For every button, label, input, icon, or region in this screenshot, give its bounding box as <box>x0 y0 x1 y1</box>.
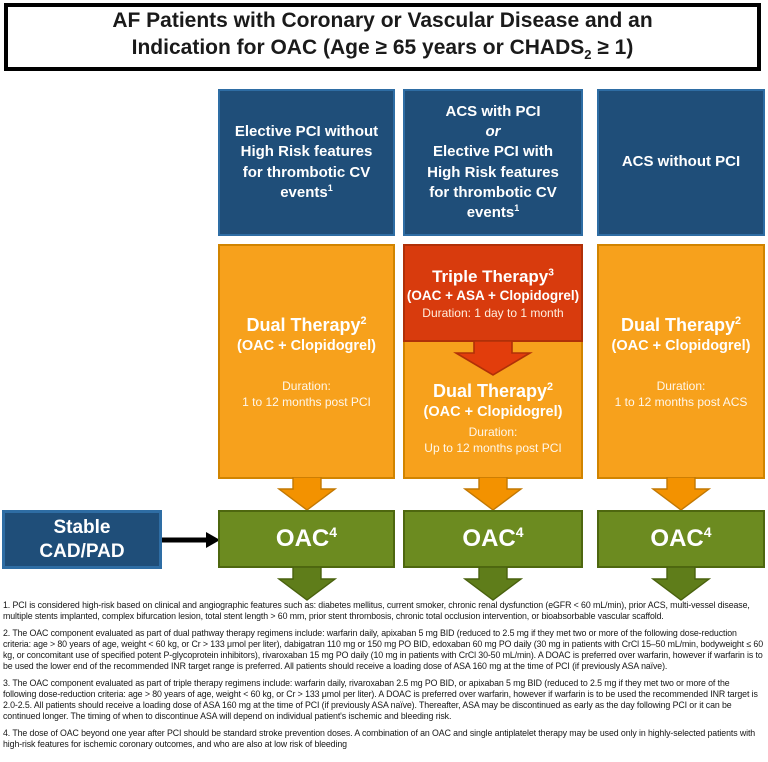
orange-down-arrow-icon-3 <box>651 477 711 511</box>
orange-down-arrow-icon-1 <box>277 477 337 511</box>
footnote-1: 1. PCI is considered high-risk based on … <box>3 600 750 621</box>
header-text: Elective PCI without High Risk features … <box>234 123 379 201</box>
chads2-subscript: 2 <box>584 46 592 62</box>
footnote-3: 3. The OAC component evaluated as part o… <box>3 678 758 721</box>
stable-line-1: Stable <box>53 516 111 538</box>
triple-name: Triple Therapy3 <box>432 266 554 286</box>
therapy-duration: Duration: Up to 12 months post PCI <box>424 425 562 455</box>
stable-line-2: CAD/PAD <box>39 540 125 562</box>
therapy-name: Dual Therapy2 <box>620 314 742 335</box>
flowchart-title: AF Patients with Coronary or Vascular Di… <box>4 3 761 71</box>
therapy-duration: Duration: 1 to 12 months post PCI <box>242 378 371 409</box>
dual-therapy-box-3: Dual Therapy2 (OAC + Clopidogrel) Durati… <box>597 244 765 479</box>
orange-down-arrow-icon-2 <box>463 477 523 511</box>
header-line-2: Elective PCI with High Risk features for… <box>427 143 559 221</box>
therapy-name: Dual Therapy2 <box>246 314 367 335</box>
red-down-arrow-icon <box>453 341 533 376</box>
footnote-2: 2. The OAC component evaluated as part o… <box>3 628 764 671</box>
triple-therapy-box: Triple Therapy3 (OAC + ASA + Clopidogrel… <box>403 244 583 342</box>
oac-box-3: OAC4 <box>597 510 765 568</box>
green-down-arrow-icon-1 <box>277 567 337 601</box>
footnote-4: 4. The dose of OAC beyond one year after… <box>3 728 756 749</box>
therapy-combo: (OAC + Clopidogrel) <box>611 337 751 354</box>
column-header-acs-with-pci: ACS with PCI or Elective PCI with High R… <box>403 89 583 236</box>
header-or: or <box>485 123 501 140</box>
oac-box-2: OAC4 <box>403 510 583 568</box>
title-line-2: Indication for OAC (Age ≥ 65 years or CH… <box>131 35 634 62</box>
header-text: ACS without PCI <box>621 153 741 171</box>
column-header-elective-pci: Elective PCI without High Risk features … <box>218 89 395 236</box>
column-header-acs-without-pci: ACS without PCI <box>597 89 765 236</box>
header-line-1: ACS with PCI <box>445 102 541 120</box>
black-right-arrow-icon <box>162 532 220 548</box>
therapy-name: Dual Therapy2 <box>432 381 554 401</box>
title-line-1: AF Patients with Coronary or Vascular Di… <box>112 8 653 32</box>
triple-duration: Duration: 1 day to 1 month <box>422 305 564 320</box>
therapy-combo: (OAC + Clopidogrel) <box>423 404 563 420</box>
therapy-combo: (OAC + Clopidogrel) <box>237 337 376 354</box>
oac-label: OAC4 <box>650 524 712 552</box>
oac-box-1: OAC4 <box>218 510 395 568</box>
therapy-duration: Duration: 1 to 12 months post ACS <box>614 378 748 409</box>
green-down-arrow-icon-3 <box>651 567 711 601</box>
oac-label: OAC4 <box>275 524 338 552</box>
green-down-arrow-icon-2 <box>463 567 523 601</box>
triple-combo: (OAC + ASA + Clopidogrel) <box>406 287 580 303</box>
dual-therapy-box-1: Dual Therapy2 (OAC + Clopidogrel) Durati… <box>218 244 395 479</box>
stable-cad-pad-box: Stable CAD/PAD <box>2 510 162 569</box>
oac-label: OAC4 <box>462 524 524 552</box>
footnotes: 1. PCI is considered high-risk based on … <box>3 600 765 756</box>
